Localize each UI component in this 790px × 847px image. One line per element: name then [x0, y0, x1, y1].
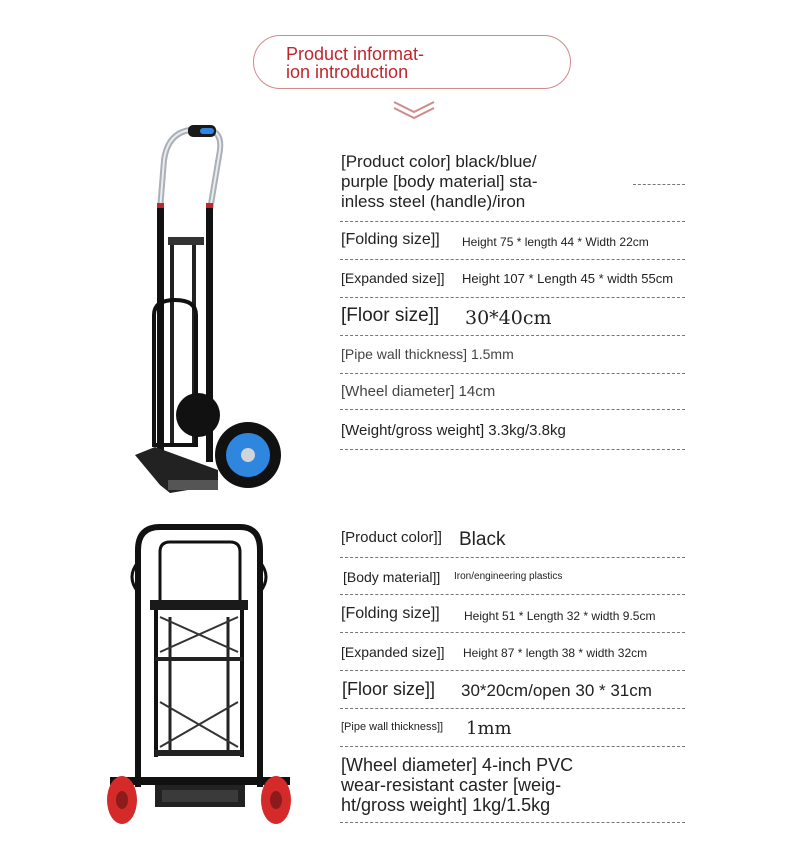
spec-value: Iron/engineering plastics	[454, 571, 563, 582]
spec-label: [Expanded size]]	[341, 270, 445, 286]
spec-row: [Wheel diameter] 4-inch PVC wear-resista…	[340, 747, 685, 823]
spec-label: [Body material]]	[343, 569, 441, 585]
spec-row: [Body material]] Iron/engineering plasti…	[340, 558, 685, 595]
spec-label: [Pipe wall thickness] 1.5mm	[341, 346, 514, 362]
spec-row: [Product color] black/blue/ purple [body…	[340, 150, 685, 222]
spec-label: [Folding size]]	[341, 605, 440, 622]
spec-row: [Expanded size]] Height 87 * length 38 *…	[340, 633, 685, 671]
spec-row: [Floor size]] 30*40cm	[340, 298, 685, 336]
section-title: Product informat- ion introduction	[286, 45, 486, 81]
spec-value: 1mm	[466, 718, 512, 739]
spec-value: Black	[459, 529, 506, 550]
spec-divider	[340, 221, 685, 222]
chevron-down-icon	[393, 101, 435, 120]
spec-value: 30*40cm	[465, 307, 552, 329]
spec-label: [Floor size]]	[342, 679, 436, 699]
spec-value: Height 51 * Length 32 * width 9.5cm	[464, 609, 656, 623]
spec-label: [Product color]]	[341, 529, 442, 546]
section-title-line-1: Product informat-	[286, 44, 425, 64]
spec-row: [Folding size]] Height 75 * length 44 * …	[340, 222, 685, 260]
spec-label: [Folding size]]	[341, 231, 440, 248]
spec-color-material: [Product color] black/blue/ purple [body…	[341, 152, 538, 211]
spec-row: [Pipe wall thickness]] 1mm	[340, 709, 685, 747]
spec-value: 30*20cm/open 30 * 31cm	[461, 681, 652, 700]
spec-row: [Floor size]] 30*20cm/open 30 * 31cm	[340, 671, 685, 709]
spec-wheel-weight: [Wheel diameter] 4-inch PVC wear-resista…	[341, 755, 574, 815]
spec-row: [Pipe wall thickness] 1.5mm	[340, 336, 685, 374]
hand-truck-photo-1	[135, 125, 281, 493]
spec-row: [Weight/gross weight] 3.3kg/3.8kg	[340, 410, 685, 450]
spec-value: Height 107 * Length 45 * width 55cm	[462, 271, 674, 286]
spec-row: [Folding size]] Height 51 * Length 32 * …	[340, 595, 685, 633]
spec-label: [Pipe wall thickness]]	[341, 721, 444, 733]
section-title-pill: Product informat- ion introduction	[253, 35, 571, 89]
spec-row: [Expanded size]] Height 107 * Length 45 …	[340, 260, 685, 298]
spec-divider	[633, 184, 685, 185]
spec-value: Height 75 * length 44 * Width 22cm	[462, 235, 649, 249]
spec-value: Height 87 * length 38 * width 32cm	[463, 646, 648, 660]
spec-row: [Product color]] Black	[340, 520, 685, 558]
spec-label: [Weight/gross weight] 3.3kg/3.8kg	[341, 422, 566, 439]
spec-row: [Wheel diameter] 14cm	[340, 374, 685, 410]
spec-label: [Wheel diameter] 14cm	[341, 383, 496, 400]
hand-truck-photo-2	[107, 524, 291, 824]
section-title-line-2: ion introduction	[286, 62, 409, 82]
spec-label: [Expanded size]]	[341, 644, 445, 660]
spec-label: [Floor size]]	[341, 305, 440, 326]
